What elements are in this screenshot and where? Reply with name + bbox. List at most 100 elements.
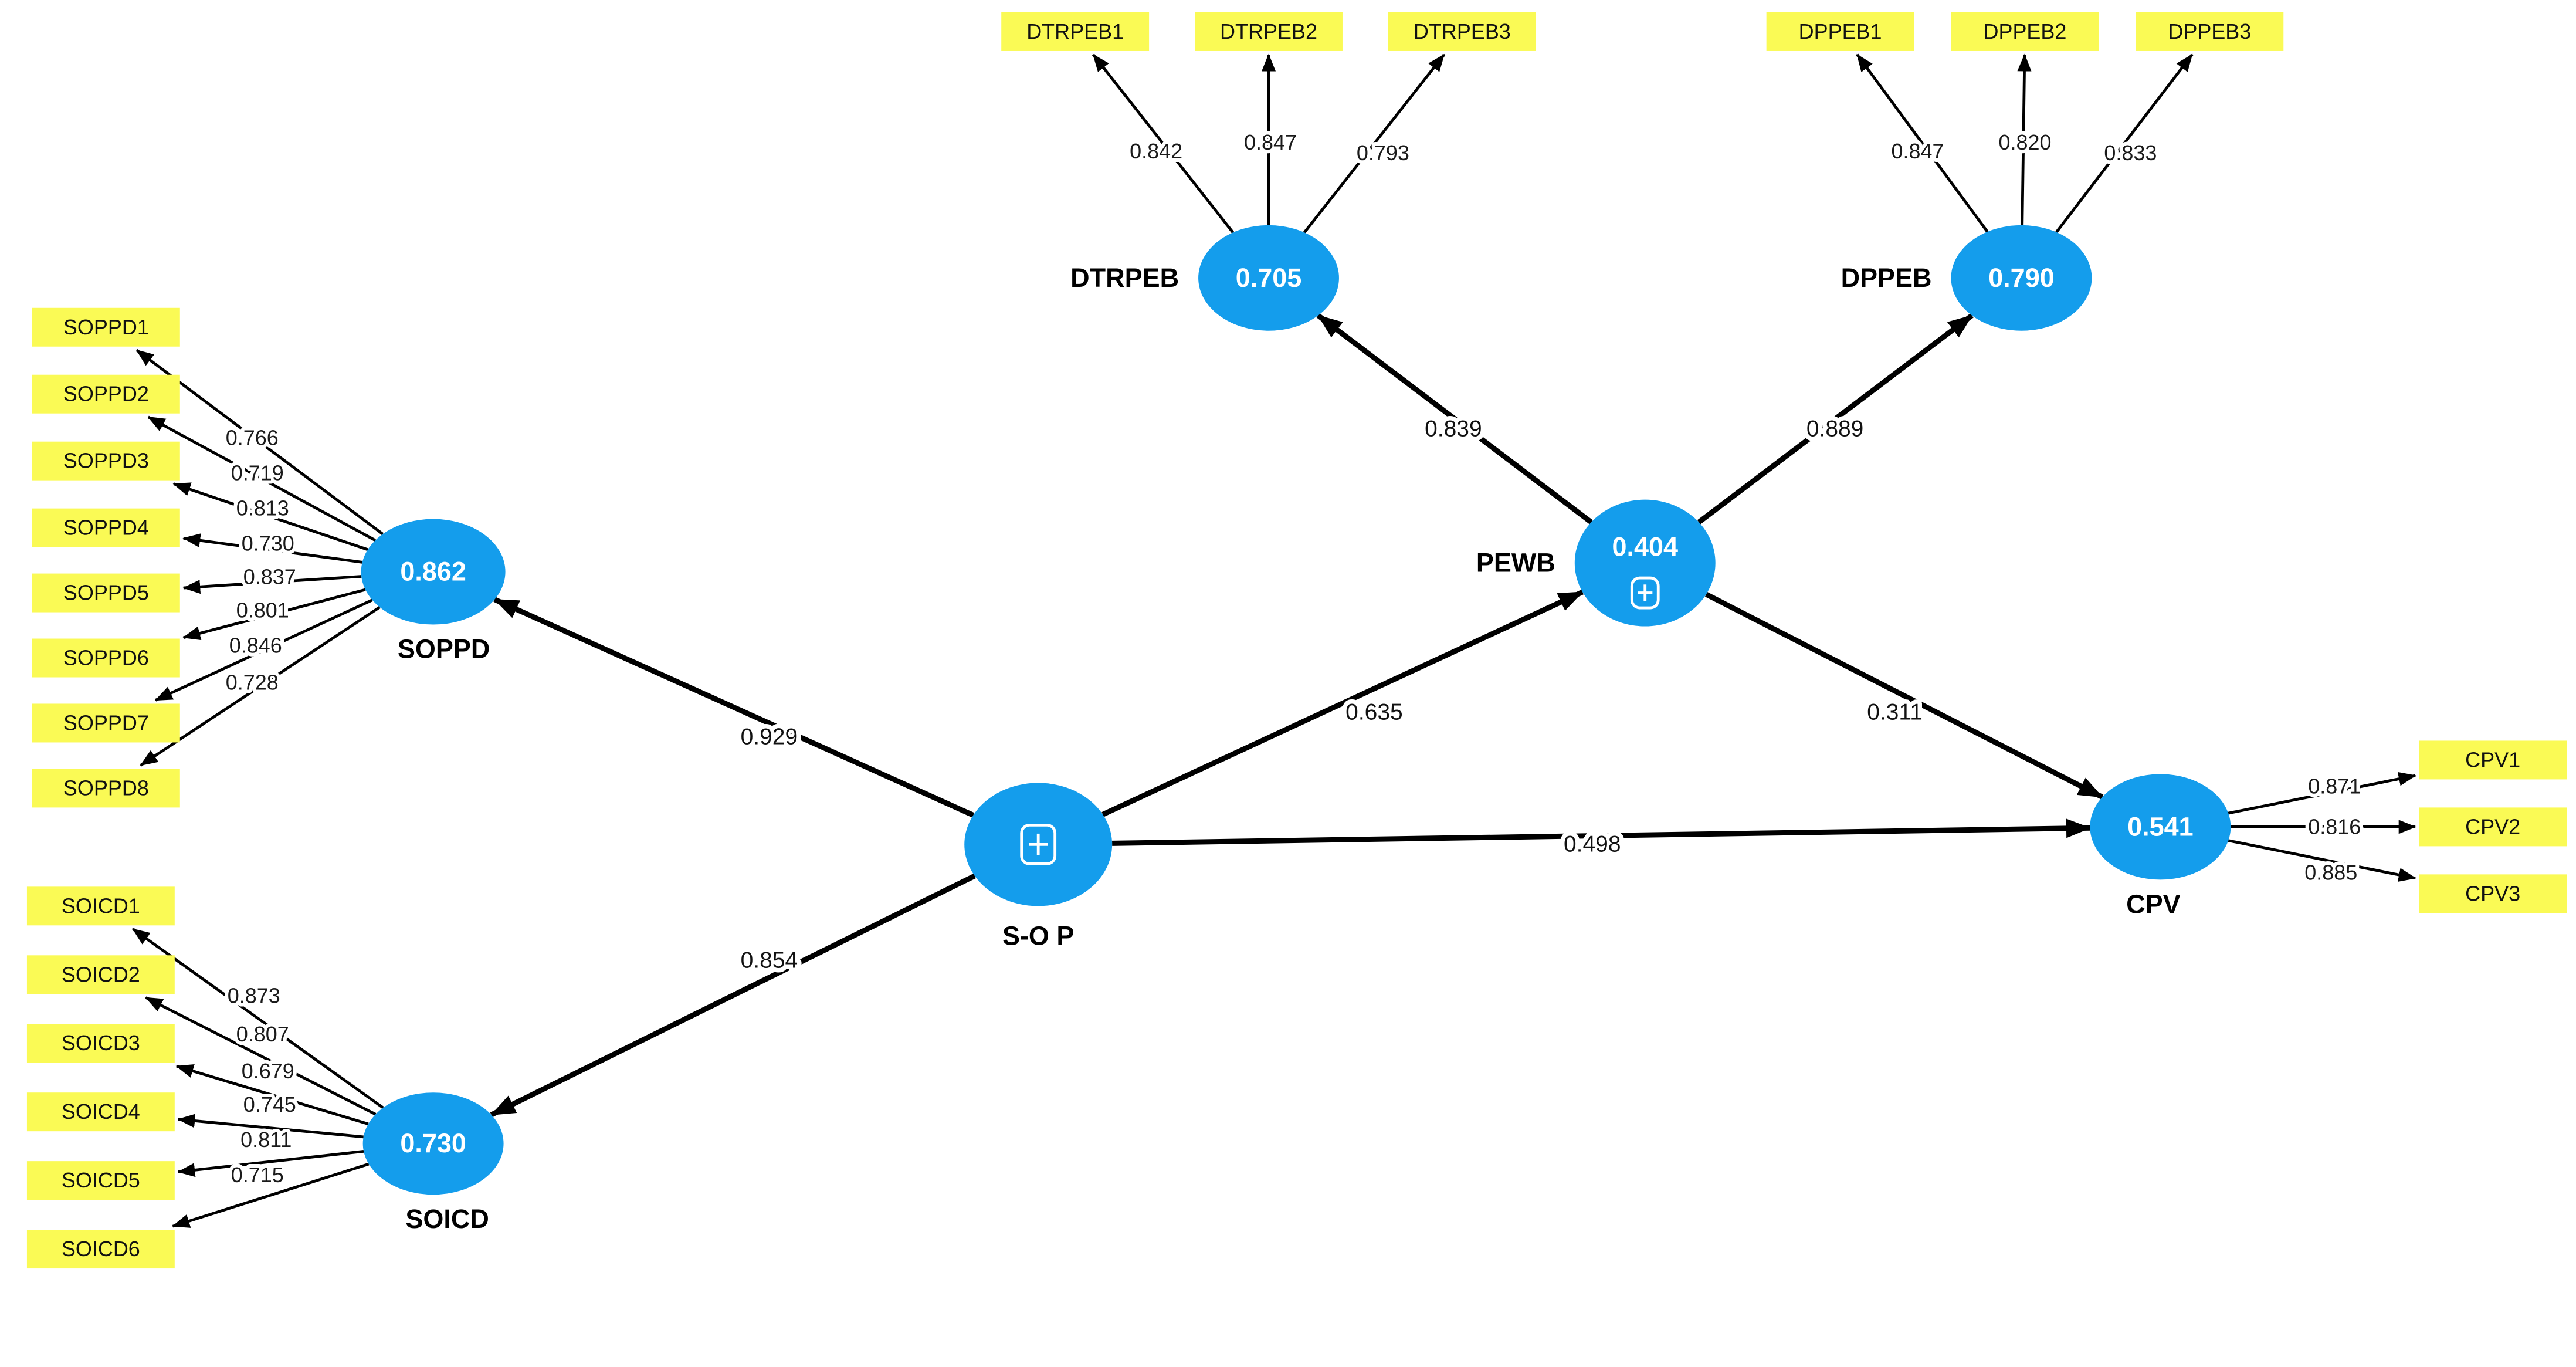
- indicator-box-SOPPD6[interactable]: [32, 638, 180, 678]
- path-coefficient-SOP-SOICD: 0.854: [741, 948, 798, 973]
- indicator-SOPPD3: SOPPD3: [32, 441, 180, 481]
- path-arrow-SOP-PEWB: [1101, 589, 1584, 817]
- loading-value-CPV1: 0.871: [2308, 774, 2361, 798]
- loading-arrow-DPPEB2: [2017, 53, 2032, 225]
- indicator-box-SOPPD8[interactable]: [32, 769, 180, 808]
- loading-arrow-DTRPEB3: [1303, 53, 1446, 234]
- indicator-box-SOICD1[interactable]: [26, 886, 175, 926]
- indicator-label-DTRPEB1: DTRPEB1: [1026, 19, 1124, 43]
- indicator-DPPEB3: DPPEB3: [2136, 12, 2284, 51]
- indicator-box-CPV2[interactable]: [2419, 807, 2567, 847]
- indicator-box-DTRPEB3[interactable]: [1388, 12, 1536, 51]
- indicator-label-SOPPD2: SOPPD2: [63, 382, 149, 406]
- loading-value-SOPPD4: 0.730: [242, 532, 294, 556]
- latent-ellipse-SOICD[interactable]: [362, 1092, 504, 1195]
- indicator-label-SOICD6: SOICD6: [62, 1237, 140, 1261]
- loading-arrow-DPPEB1: [1856, 53, 1989, 233]
- r-squared-value-SOPPD: 0.862: [400, 557, 466, 587]
- indicator-label-SOPPD4: SOPPD4: [63, 516, 149, 540]
- r-squared-value-CPV: 0.541: [2127, 811, 2194, 841]
- path-arrow-SOP-SOPPD: [493, 597, 975, 818]
- indicator-box-CPV3[interactable]: [2419, 874, 2567, 913]
- latent-ellipse-CPV[interactable]: [2090, 774, 2231, 880]
- latent-ellipse-DTRPEB[interactable]: [1198, 225, 1339, 331]
- indicator-label-DTRPEB2: DTRPEB2: [1220, 19, 1317, 43]
- indicator-box-SOPPD7[interactable]: [32, 703, 180, 743]
- loading-arrow-SOPPD3: [172, 482, 368, 551]
- path-coefficient-PEWB-DPPEB: 0.889: [1806, 417, 1864, 442]
- loading-value-SOICD2: 0.807: [236, 1022, 289, 1046]
- node-label-DTRPEB: DTRPEB: [1070, 263, 1179, 293]
- r-squared-value-PEWB: 0.404: [1612, 532, 1678, 562]
- indicator-DPPEB2: DPPEB2: [1951, 12, 2099, 51]
- indicator-box-DTRPEB1[interactable]: [1001, 12, 1150, 51]
- plus-icon[interactable]: [1630, 576, 1660, 610]
- indicator-label-DPPEB3: DPPEB3: [2168, 19, 2251, 43]
- indicator-box-SOICD6[interactable]: [26, 1230, 175, 1269]
- loading-arrow-SOPPD8: [140, 605, 381, 767]
- indicator-box-SOICD2[interactable]: [26, 955, 175, 994]
- latent-ellipse-SOPPD[interactable]: [361, 519, 506, 625]
- loading-arrow-SOPPD5: [182, 575, 362, 594]
- loading-value-DPPEB2: 0.820: [1998, 130, 2051, 154]
- indicator-box-DPPEB2[interactable]: [1951, 12, 2099, 51]
- indicator-SOPPD5: SOPPD5: [32, 573, 180, 613]
- node-label-CPV: CPV: [2126, 889, 2180, 919]
- loading-arrow-SOICD6: [172, 1162, 370, 1228]
- indicator-CPV1: CPV1: [2419, 740, 2567, 780]
- indicator-label-SOICD2: SOICD2: [62, 962, 140, 986]
- latent-ellipse-PEWB[interactable]: [1574, 499, 1716, 627]
- loading-value-SOICD1: 0.873: [228, 983, 280, 1007]
- loading-value-CPV3: 0.885: [2304, 860, 2357, 884]
- indicator-SOICD5: SOICD5: [26, 1161, 175, 1200]
- r-squared-value-SOICD: 0.730: [400, 1128, 466, 1158]
- indicator-SOICD6: SOICD6: [26, 1230, 175, 1269]
- indicator-box-DTRPEB2[interactable]: [1195, 12, 1343, 51]
- indicator-box-SOPPD4[interactable]: [32, 508, 180, 547]
- path-arrow-PEWB-DTRPEB: [1316, 313, 1593, 525]
- node-label-SOP: S-O P: [1002, 921, 1074, 950]
- loading-arrow-DTRPEB1: [1092, 53, 1235, 234]
- indicator-box-DPPEB3[interactable]: [2136, 12, 2284, 51]
- indicator-box-SOPPD5[interactable]: [32, 573, 180, 613]
- indicator-box-CPV1[interactable]: [2419, 740, 2567, 780]
- indicator-DTRPEB1: DTRPEB1: [1001, 12, 1150, 51]
- indicator-label-SOPPD7: SOPPD7: [63, 710, 149, 735]
- indicator-box-SOICD4[interactable]: [26, 1092, 175, 1132]
- loading-arrow-CPV3: [2228, 839, 2416, 882]
- indicator-box-SOPPD3[interactable]: [32, 441, 180, 481]
- loading-value-SOPPD8: 0.728: [226, 670, 279, 694]
- indicator-label-SOICD4: SOICD4: [62, 1099, 140, 1124]
- indicator-box-SOPPD1[interactable]: [32, 307, 180, 347]
- indicator-label-DTRPEB3: DTRPEB3: [1414, 19, 1511, 43]
- indicator-box-DPPEB1[interactable]: [1766, 12, 1914, 51]
- indicator-label-DPPEB1: DPPEB1: [1799, 19, 1882, 43]
- latent-ellipse-DPPEB[interactable]: [1951, 225, 2092, 331]
- indicator-label-SOPPD3: SOPPD3: [63, 449, 149, 473]
- path-coefficient-SOP-CPV: 0.498: [1564, 831, 1621, 857]
- indicator-box-SOPPD2[interactable]: [32, 374, 180, 414]
- loading-value-SOPPD6: 0.801: [236, 598, 289, 622]
- path-coefficient-SOP-PEWB: 0.635: [1345, 699, 1403, 725]
- indicator-label-SOPPD8: SOPPD8: [63, 776, 149, 800]
- indicator-CPV3: CPV3: [2419, 874, 2567, 913]
- path-arrow-SOP-CPV: [1112, 818, 2091, 846]
- indicator-SOPPD8: SOPPD8: [32, 769, 180, 808]
- loading-arrow-SOPPD2: [147, 415, 377, 542]
- indicator-SOPPD4: SOPPD4: [32, 508, 180, 547]
- indicator-SOPPD7: SOPPD7: [32, 703, 180, 743]
- indicator-box-SOICD5[interactable]: [26, 1161, 175, 1200]
- plus-icon[interactable]: [1020, 823, 1057, 865]
- loading-value-SOPPD3: 0.813: [236, 496, 289, 520]
- indicator-box-SOICD3[interactable]: [26, 1024, 175, 1063]
- loading-arrow-SOICD3: [175, 1064, 369, 1126]
- loading-value-DTRPEB3: 0.793: [1357, 141, 1409, 165]
